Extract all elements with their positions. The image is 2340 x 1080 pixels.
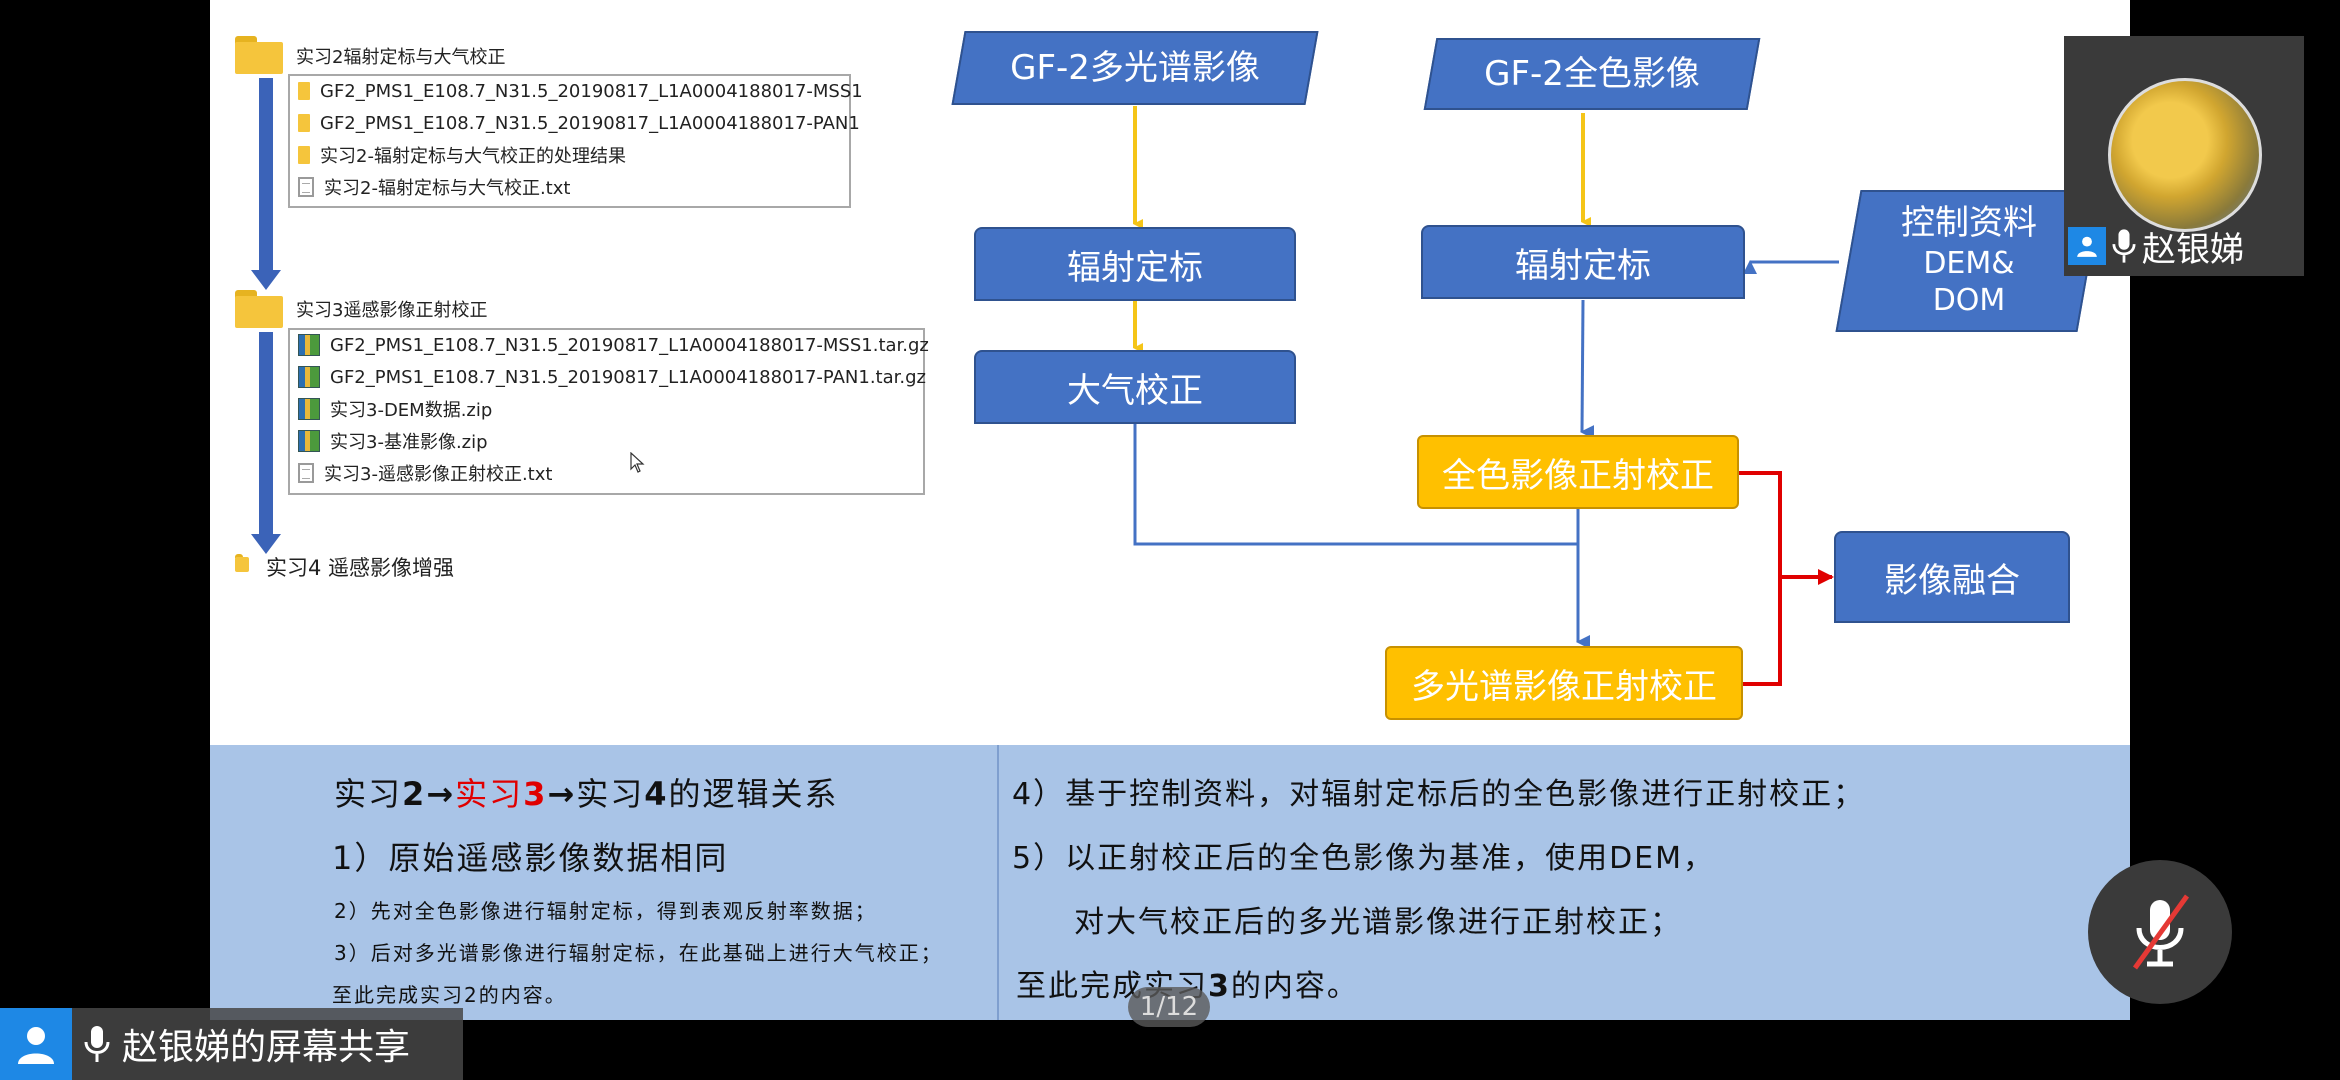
folder-icon <box>298 146 310 164</box>
logic-title: 实习2→实习3→实习4的逻辑关系 <box>334 775 839 813</box>
zip-file-icon <box>298 398 320 420</box>
flowchart-connectors <box>1133 106 1839 686</box>
participant-namebar: 赵银娣 <box>2064 216 2304 276</box>
microphone-muted-icon <box>2132 894 2190 970</box>
file-list-practice3: GF2_PMS1_E108.7_N31.5_20190817_L1A000418… <box>288 328 929 495</box>
user-icon <box>0 1008 72 1080</box>
list-item[interactable]: 实习2-辐射定标与大气校正的处理结果 <box>298 140 626 170</box>
flow-arrow-shaft <box>259 332 273 536</box>
logic-item-1: 1）原始遥感影像数据相同 <box>332 839 729 877</box>
zip-file-icon <box>298 430 320 452</box>
logic-item-right-5b: 对大气校正后的多光谱影像进行正射校正； <box>1074 905 1682 940</box>
mouse-cursor-icon <box>630 452 645 473</box>
folder-title-practice4: 实习4 遥感影像增强 <box>266 556 455 580</box>
microphone-icon <box>72 1024 122 1064</box>
folder-icon <box>235 554 249 572</box>
mute-button[interactable] <box>2088 860 2232 1004</box>
text-file-icon <box>298 177 314 197</box>
flow-node-fusion: 影像融合 <box>1834 531 2070 623</box>
user-icon <box>2068 227 2106 265</box>
list-item[interactable]: GF2_PMS1_E108.7_N31.5_20190817_L1A000418… <box>298 76 863 106</box>
text-file-icon <box>298 463 314 483</box>
flow-node-radcal-left: 辐射定标 <box>974 227 1296 301</box>
screen-share-text: 赵银娣的屏幕共享 <box>122 1027 411 1068</box>
screen-share-label: 赵银娣的屏幕共享 <box>0 1008 463 1080</box>
folder-title-practice3: 实习3遥感影像正射校正 <box>296 300 488 321</box>
flow-node-pan-image: GF-2全色影像 <box>1423 38 1761 110</box>
presentation-slide: 实习2辐射定标与大气校正 GF2_PMS1_E108.7_N31.5_20190… <box>210 0 2130 1020</box>
panel-divider <box>997 745 999 1020</box>
logic-item-4: 至此完成实习2的内容。 <box>332 983 567 1007</box>
list-item[interactable]: GF2_PMS1_E108.7_N31.5_20190817_L1A000418… <box>298 108 860 138</box>
list-item[interactable]: 实习3-DEM数据.zip <box>298 394 492 424</box>
folder-icon <box>235 290 283 328</box>
participant-name: 赵银娣 <box>2142 229 2244 270</box>
flow-arrow-head <box>251 534 281 554</box>
avatar <box>2108 78 2262 232</box>
flow-node-radcal-right: 辐射定标 <box>1421 225 1745 299</box>
flow-node-atm-correction: 大气校正 <box>974 350 1296 424</box>
file-list-practice2: GF2_PMS1_E108.7_N31.5_20190817_L1A000418… <box>288 74 863 208</box>
folder-icon <box>298 82 310 100</box>
list-item[interactable]: 实习3-基准影像.zip <box>298 426 488 456</box>
folder-icon <box>298 114 310 132</box>
folder-title-practice2: 实习2辐射定标与大气校正 <box>296 47 506 68</box>
folder-icon <box>235 36 283 74</box>
flow-node-pan-ortho: 全色影像正射校正 <box>1417 435 1739 509</box>
logic-item-3: 3）后对多光谱影像进行辐射定标，在此基础上进行大气校正； <box>334 941 943 965</box>
flow-arrow-shaft <box>259 78 273 272</box>
list-item[interactable]: GF2_PMS1_E108.7_N31.5_20190817_L1A000418… <box>298 362 926 392</box>
logic-item-right-4: 4）基于控制资料，对辐射定标后的全色影像进行正射校正； <box>1012 777 1866 812</box>
list-item[interactable]: 实习3-遥感影像正射校正.txt <box>298 458 552 488</box>
zip-file-icon <box>298 334 320 356</box>
flow-node-ms-ortho: 多光谱影像正射校正 <box>1385 646 1743 720</box>
flow-node-ms-image: GF-2多光谱影像 <box>951 31 1319 105</box>
logic-item-right-5a: 5）以正射校正后的全色影像为基准，使用DEM， <box>1012 841 1716 876</box>
logic-item-2: 2）先对全色影像进行辐射定标，得到表观反射率数据； <box>334 899 877 923</box>
page-indicator: 1/12 <box>1128 987 1210 1027</box>
summary-panels: 实习2→实习3→实习4的逻辑关系 1）原始遥感影像数据相同 2）先对全色影像进行… <box>210 745 2130 1020</box>
microphone-icon <box>2112 229 2136 263</box>
participant-video-tile[interactable]: 赵银娣 <box>2064 36 2304 276</box>
zip-file-icon <box>298 366 320 388</box>
list-item[interactable]: 实习2-辐射定标与大气校正.txt <box>298 172 570 202</box>
list-item[interactable]: GF2_PMS1_E108.7_N31.5_20190817_L1A000418… <box>298 330 929 360</box>
flow-arrow-head <box>251 270 281 290</box>
